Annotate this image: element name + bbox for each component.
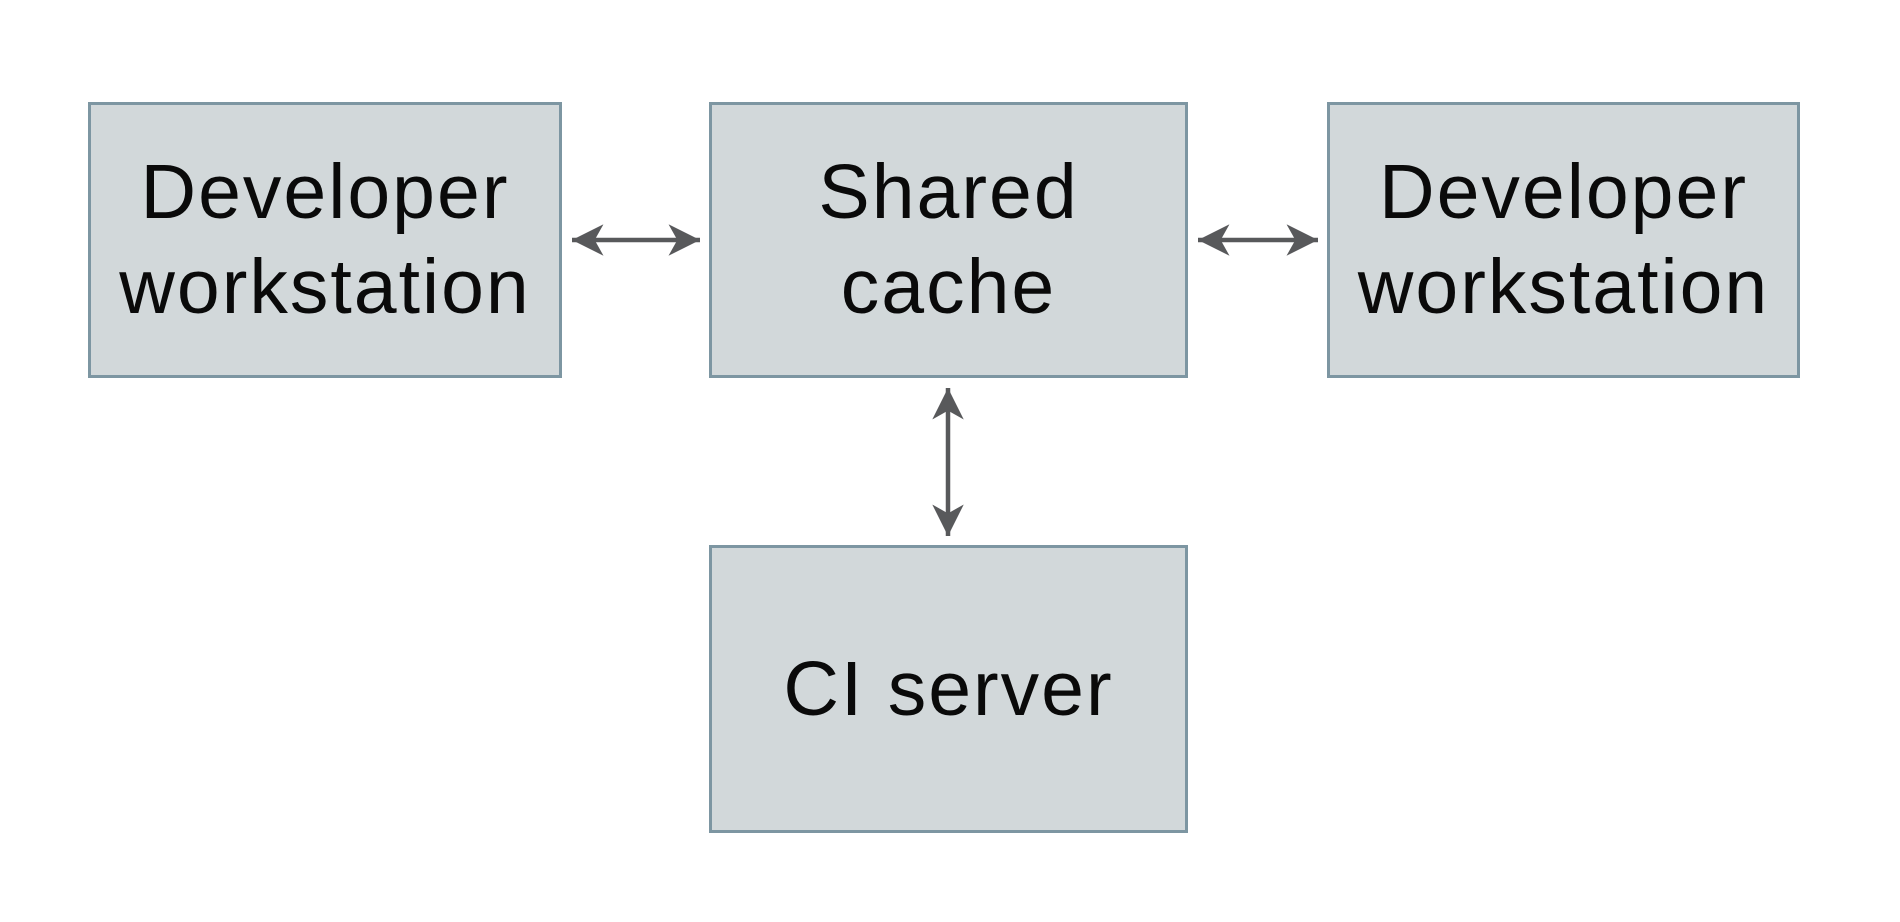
node-developer-workstation-right: Developer workstation — [1327, 102, 1800, 378]
node-label-developer-workstation-left: Developer workstation — [119, 149, 531, 330]
node-label-shared-cache: Shared cache — [818, 149, 1079, 330]
node-ci-server: CI server — [709, 545, 1188, 833]
node-shared-cache: Shared cache — [709, 102, 1188, 378]
node-label-ci-server: CI server — [783, 645, 1114, 732]
node-label-developer-workstation-right: Developer workstation — [1357, 149, 1770, 330]
node-developer-workstation-left: Developer workstation — [88, 102, 562, 378]
